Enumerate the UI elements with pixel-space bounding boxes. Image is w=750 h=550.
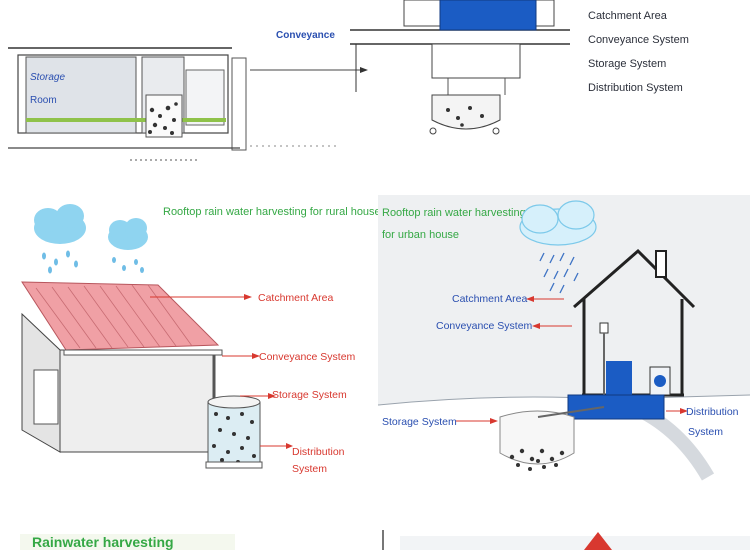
rural-panel-title: Rooftop rain water harvesting for rural … <box>163 206 381 218</box>
rural-house-drawing <box>21 204 293 469</box>
bottom-left-title: Rainwater harvesting <box>32 534 174 550</box>
urban-house-drawing <box>377 200 750 481</box>
rain-cloud-icon <box>34 204 148 250</box>
divider <box>382 530 384 550</box>
top-legend-item: Catchment Area <box>588 10 667 22</box>
top-legend-item: Distribution System <box>588 82 683 94</box>
urban-conveyance-label: Conveyance System <box>436 320 533 332</box>
urban-distribution-label: Distribution <box>686 406 739 418</box>
bottom-right-thumbnail <box>400 536 750 550</box>
bottom-house-icon <box>584 532 612 550</box>
rural-catchment-label: Catchment Area <box>258 292 334 304</box>
urban-catchment-label: Catchment Area <box>452 293 528 305</box>
rural-distribution-label-2: System <box>292 463 328 475</box>
urban-panel-title: Rooftop rain water harvesting <box>382 207 526 219</box>
rural-conveyance-label: Conveyance System <box>259 351 356 363</box>
top-legend: Catchment Area Conveyance System Storage… <box>588 4 689 100</box>
urban-panel-title-2: for urban house <box>382 229 460 241</box>
top-diagram: Conveyance Storage Room Catchment Area C… <box>0 0 750 175</box>
top-legend-item: Conveyance System <box>588 34 689 46</box>
rural-house-panel: Rooftop rain water harvesting for rural … <box>0 190 381 490</box>
urban-distribution-label-2: System <box>688 426 724 438</box>
top-legend-item: Storage System <box>588 58 667 70</box>
rural-storage-label: Storage System <box>272 389 347 401</box>
rain-cloud-icon <box>519 200 597 246</box>
bottom-strip: Rainwater harvesting <box>0 528 750 550</box>
top-room-label-a: Storage <box>30 72 66 83</box>
urban-house-panel: Rooftop rain water harvesting for urban … <box>377 195 750 481</box>
top-diagram-drawing <box>8 0 570 161</box>
top-room-label-b: Room <box>30 95 57 106</box>
bottom-left-thumbnail: Rainwater harvesting <box>20 534 235 550</box>
rural-distribution-label: Distribution <box>292 446 345 458</box>
urban-storage-label: Storage System <box>382 416 457 428</box>
top-conveyance-label: Conveyance <box>276 30 335 41</box>
